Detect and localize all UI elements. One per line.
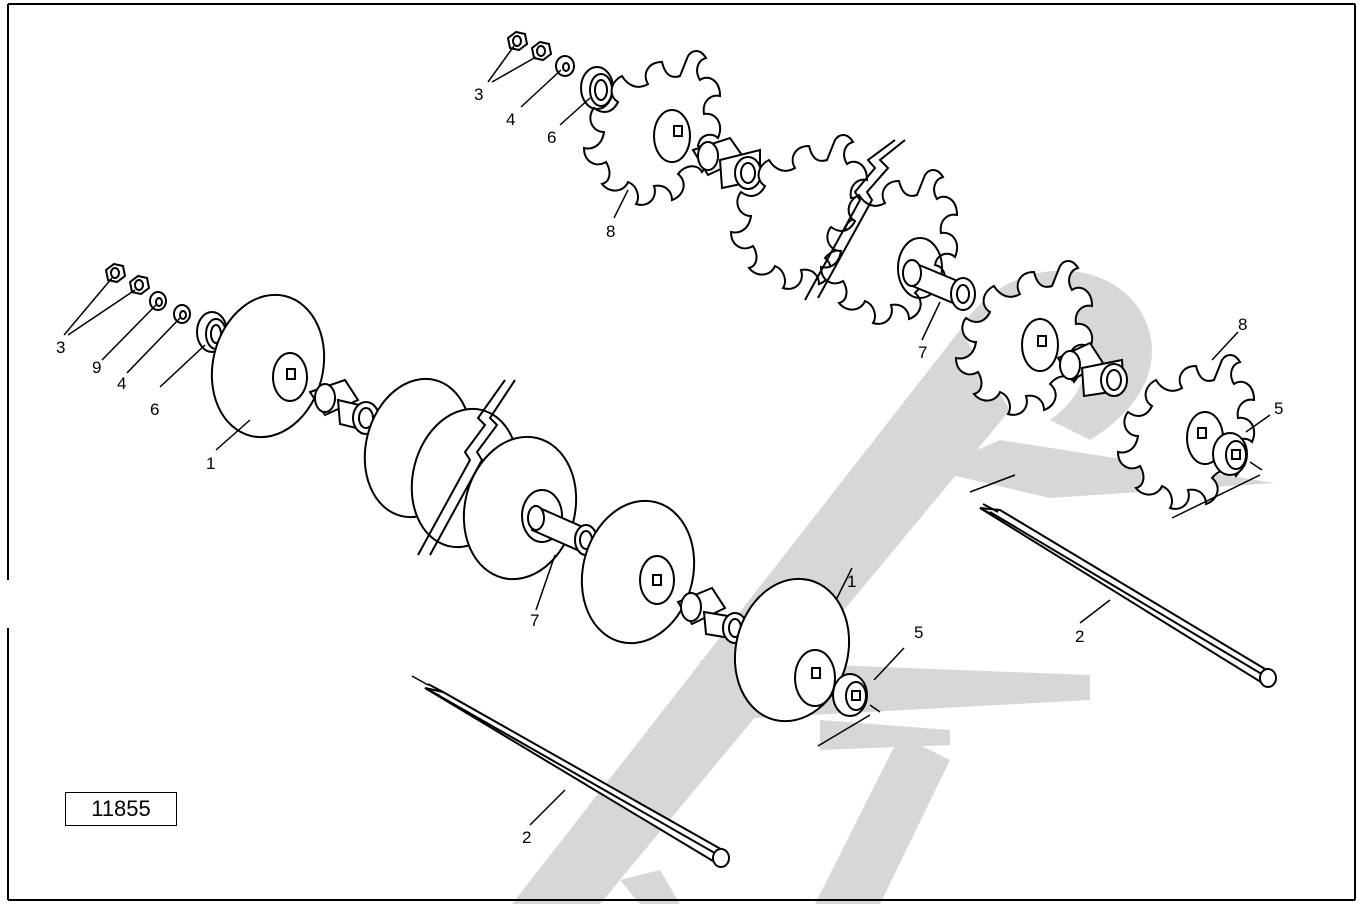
- spacer-part-7a: [902, 259, 976, 311]
- disc-lower-4: [462, 435, 578, 581]
- spacer-lower-1: [308, 378, 380, 435]
- shaft-part-2a: [424, 683, 730, 868]
- callout-labels: 3 4 6 8 7 8 5 2 3 9 4 6 1 7 1 5 2: [56, 85, 1283, 847]
- callout-8-upper-right: 8: [1238, 315, 1247, 334]
- break-lines-upper: [804, 139, 906, 301]
- lower-assembly: [104, 262, 881, 868]
- sprocket-upper-4: [955, 260, 1094, 416]
- nut-part-3a: [506, 30, 529, 52]
- frame: [7, 3, 1356, 901]
- callout-1-right: 1: [847, 572, 856, 591]
- callout-3-upper: 3: [474, 85, 483, 104]
- callout-5-upper: 5: [1274, 399, 1283, 418]
- callout-3-lower: 3: [56, 338, 65, 357]
- sprocket-part-8a: [583, 50, 722, 206]
- callout-6-lower: 6: [150, 400, 159, 419]
- callout-9: 9: [92, 358, 101, 377]
- figure-number-box: 11855: [65, 792, 177, 826]
- washer-part-9: [149, 291, 167, 311]
- figure-number: 11855: [91, 796, 151, 821]
- leader-lines: [63, 45, 1271, 826]
- nut-part-3d: [128, 274, 151, 296]
- guide-lines-upper: [969, 461, 1263, 519]
- callout-2-lower: 2: [522, 828, 531, 847]
- guide-lines-lower: [411, 675, 881, 747]
- callout-5-lower: 5: [914, 623, 923, 642]
- callout-4-lower: 4: [117, 374, 126, 393]
- disc-lower-5: [580, 499, 696, 645]
- spacer-upper-2: [1056, 341, 1128, 398]
- callout-4-upper: 4: [506, 110, 515, 129]
- spacer-lower-2: [676, 586, 748, 644]
- callout-6-upper: 6: [547, 128, 556, 147]
- callout-8-upper-left: 8: [606, 222, 615, 241]
- spacer-upper-1: [691, 136, 762, 190]
- nut-part-3c: [104, 262, 127, 284]
- disc-part-1b: [733, 577, 851, 723]
- end-nut-part-5b: [832, 673, 868, 717]
- nut-part-3b: [530, 40, 553, 62]
- callout-7-lower: 7: [530, 611, 539, 630]
- callout-1-left: 1: [206, 454, 215, 473]
- washer-part-4b: [173, 304, 191, 324]
- upper-assembly: [506, 30, 1277, 688]
- disc-part-1a: [210, 293, 326, 439]
- end-nut-part-5a: [1212, 432, 1248, 476]
- callout-7-upper: 7: [918, 343, 927, 362]
- sprocket-upper-3: [820, 169, 959, 325]
- callout-2-upper: 2: [1075, 627, 1084, 646]
- shaft-part-2b: [979, 503, 1277, 688]
